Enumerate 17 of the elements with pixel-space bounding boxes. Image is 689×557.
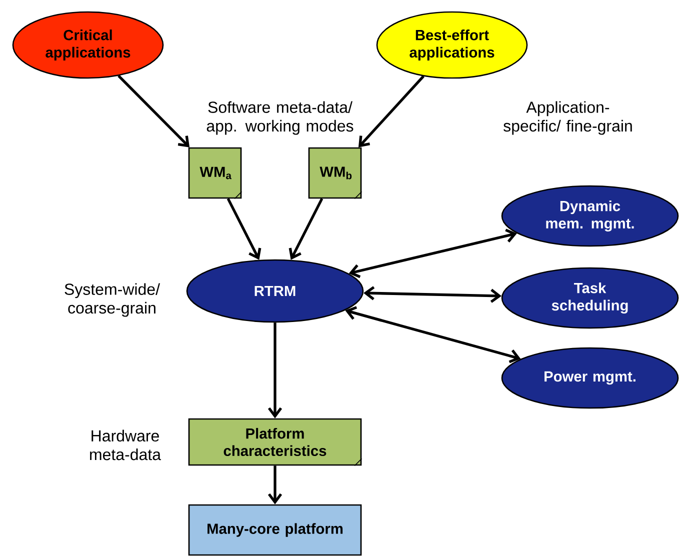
document-box: WM$_{b}$	[308, 147, 362, 200]
document-box: Platform characteristics	[188, 418, 362, 466]
arrow	[345, 306, 521, 364]
arrow	[268, 322, 282, 418]
arrow	[268, 466, 282, 504]
arrow	[364, 286, 502, 303]
document-box: WM$_{a}$	[188, 147, 242, 200]
arrow	[358, 75, 424, 148]
annotation-text: Application-specific/ fine-grain	[504, 101, 632, 135]
platform-box: Many-core platform	[188, 504, 362, 556]
annotation-text: Hardware meta-data	[90, 430, 161, 460]
annotation-text: Software meta-data/ app. working modes	[206, 101, 354, 135]
arrow	[118, 74, 190, 148]
arrow	[226, 198, 262, 260]
arrow	[288, 198, 324, 260]
arrow	[348, 228, 517, 278]
annotation-text: System-wide/ coarse-grain	[64, 283, 160, 317]
